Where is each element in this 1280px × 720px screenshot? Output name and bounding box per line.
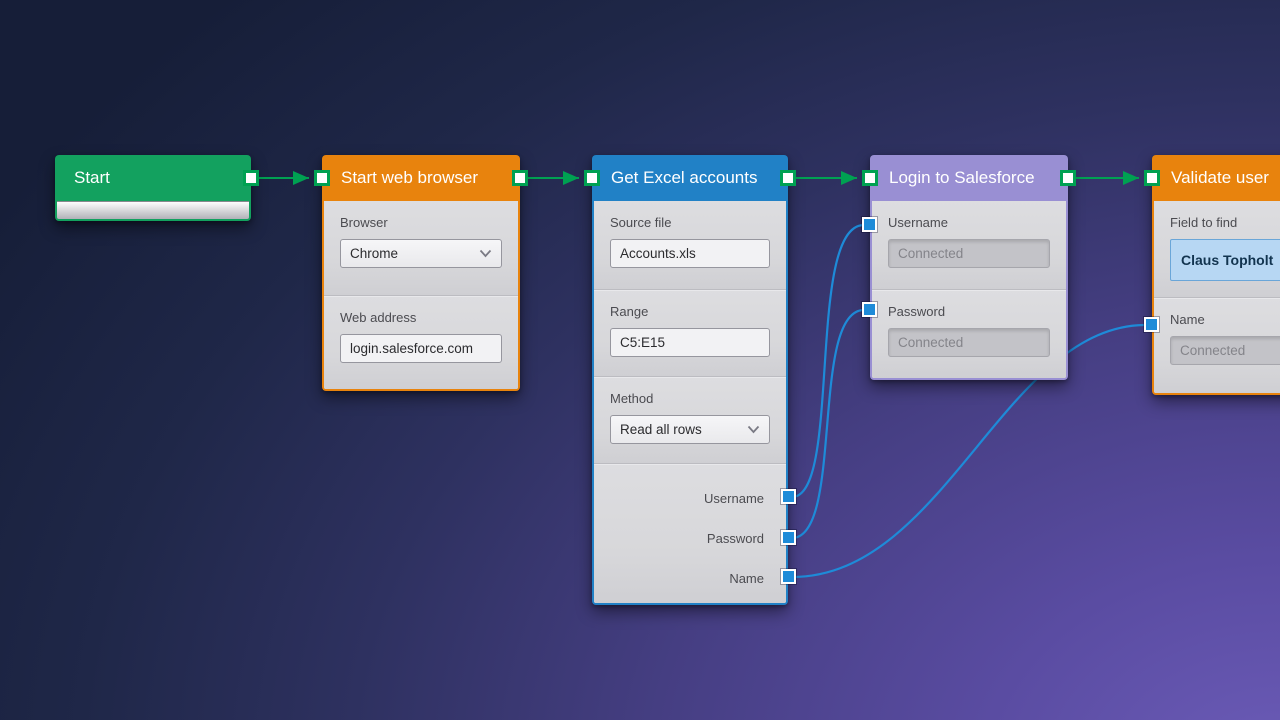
node-browser-header[interactable]: Start web browser: [322, 155, 520, 201]
browser-select[interactable]: Chrome: [340, 239, 502, 268]
method-select[interactable]: Read all rows: [610, 415, 770, 444]
username-section: Username Connected: [872, 201, 1066, 289]
node-get-excel-accounts[interactable]: Get Excel accounts Source file Accounts.…: [584, 155, 796, 605]
source-file-label: Source file: [610, 215, 672, 230]
name-section: Name Connected: [1154, 297, 1280, 393]
node-body: Browser Chrome Web address login.salesfo…: [324, 201, 518, 389]
source-file-section: Source file Accounts.xls: [594, 201, 786, 289]
browser-select-value: Chrome: [350, 246, 399, 261]
output-row-name: Name: [594, 558, 786, 598]
source-file-input[interactable]: Accounts.xls: [610, 239, 770, 268]
node-title: Start web browser: [341, 168, 478, 187]
output-row-password: Password: [594, 518, 786, 558]
password-input[interactable]: Connected: [888, 328, 1050, 357]
node-login-to-salesforce[interactable]: Login to Salesforce Username Connected P…: [862, 155, 1076, 380]
flow-in-port[interactable]: [1144, 170, 1160, 186]
name-label: Name: [1170, 312, 1205, 327]
node-body: Field to find Claus Topholt Name Connect…: [1154, 201, 1280, 393]
password-section: Password Connected: [872, 289, 1066, 378]
node-excel-header[interactable]: Get Excel accounts: [592, 155, 788, 201]
field-to-find-label: Field to find: [1170, 215, 1238, 230]
flow-out-port[interactable]: [780, 170, 796, 186]
data-in-port-password[interactable]: [862, 302, 877, 317]
node-validate-user[interactable]: Validate user Field to find Claus Tophol…: [1144, 155, 1280, 395]
outputs-section: Username Password Name: [594, 463, 786, 603]
method-section: Method Read all rows: [594, 376, 786, 463]
data-out-port-username[interactable]: [781, 489, 796, 504]
flow-in-port[interactable]: [862, 170, 878, 186]
password-label: Password: [888, 304, 946, 319]
chevron-down-icon: [747, 425, 760, 434]
node-body: Username Connected Password Connected: [872, 201, 1066, 378]
start-node-body: [57, 201, 249, 219]
node-salesforce-header[interactable]: Login to Salesforce: [870, 155, 1068, 201]
web-address-section: Web address login.salesforce.com: [324, 295, 518, 389]
flow-in-port[interactable]: [584, 170, 600, 186]
wire-name[interactable]: [790, 323, 1148, 579]
port-label-username: Username: [704, 490, 764, 506]
node-start[interactable]: Start: [55, 155, 259, 221]
flow-in-port[interactable]: [314, 170, 330, 186]
username-input[interactable]: Connected: [888, 239, 1050, 268]
field-to-find-input[interactable]: Claus Topholt: [1170, 239, 1280, 281]
web-address-label: Web address: [340, 310, 417, 325]
range-input[interactable]: C5:E15: [610, 328, 770, 357]
browser-section: Browser Chrome: [324, 201, 518, 295]
range-label: Range: [610, 304, 649, 319]
data-out-port-password[interactable]: [781, 530, 796, 545]
field-to-find-section: Field to find Claus Topholt: [1154, 201, 1280, 297]
node-start-header[interactable]: Start: [55, 155, 251, 201]
method-label: Method: [610, 391, 654, 406]
data-in-port-name[interactable]: [1144, 317, 1159, 332]
node-start-web-browser[interactable]: Start web browser Browser Chrome Web add…: [314, 155, 528, 391]
web-address-input[interactable]: login.salesforce.com: [340, 334, 502, 363]
output-row-username: Username: [594, 478, 786, 518]
node-title: Start: [74, 168, 110, 187]
data-in-port-username[interactable]: [862, 217, 877, 232]
method-select-value: Read all rows: [620, 422, 702, 437]
node-body: Source file Accounts.xls Range C5:E15 Me…: [594, 201, 786, 603]
flow-out-port[interactable]: [1060, 170, 1076, 186]
username-label: Username: [888, 215, 948, 230]
node-title: Validate user: [1171, 168, 1269, 187]
node-title: Get Excel accounts: [611, 168, 758, 187]
flow-out-port[interactable]: [512, 170, 528, 186]
wire-password[interactable]: [790, 308, 866, 540]
data-out-port-name[interactable]: [781, 569, 796, 584]
range-section: Range C5:E15: [594, 289, 786, 376]
browser-label: Browser: [340, 215, 388, 230]
flow-out-port[interactable]: [243, 170, 259, 186]
wire-username[interactable]: [790, 223, 866, 499]
name-input[interactable]: Connected: [1170, 336, 1280, 365]
port-label-name: Name: [729, 570, 764, 586]
node-title: Login to Salesforce: [889, 168, 1035, 187]
chevron-down-icon: [479, 249, 492, 258]
node-validate-header[interactable]: Validate user: [1152, 155, 1280, 201]
port-label-password: Password: [706, 530, 764, 546]
